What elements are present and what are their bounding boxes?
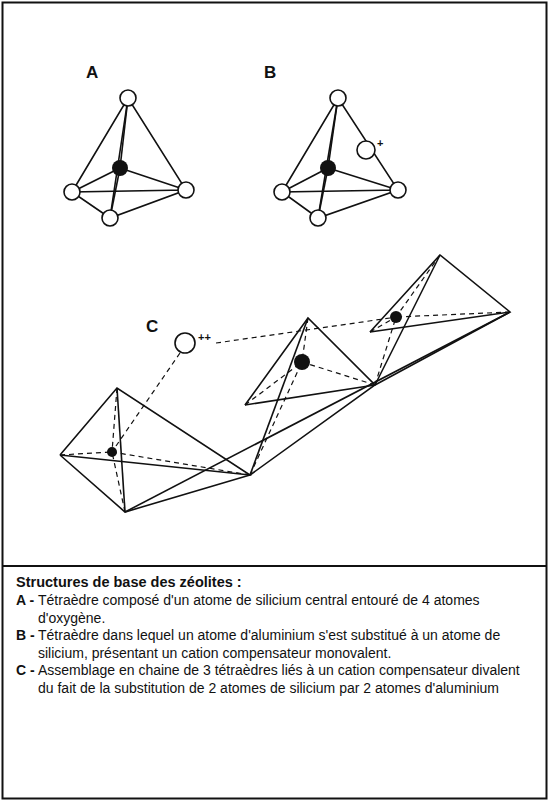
figure-letter: A: [86, 64, 98, 81]
central-atoms: [107, 160, 402, 457]
figure-letter: C: [146, 318, 158, 335]
tetrahedra-chain: [60, 255, 510, 512]
cation: [175, 333, 195, 353]
entry-key: B -: [16, 627, 38, 662]
oxygen-atoms: [64, 90, 406, 353]
entry-text: Assemblage en chaine de 3 tétraèdres lié…: [38, 662, 532, 697]
tetrahedron-a: [72, 98, 186, 218]
cation-charge: ++: [198, 332, 211, 343]
cation-charge: +: [377, 138, 383, 149]
cation: [357, 141, 375, 159]
frame: [3, 3, 547, 799]
caption-entry: A -Tétraèdre composé d'un atome de silic…: [16, 592, 532, 627]
entry-key: C -: [16, 662, 38, 697]
entry-text: Tétraèdre composé d'un atome de silicium…: [38, 592, 532, 627]
divider: [3, 565, 547, 567]
caption-title: Structures de base des zéolites :: [16, 573, 532, 591]
caption-entry: C -Assemblage en chaine de 3 tétraèdres …: [16, 662, 532, 697]
entry-text: Tétraèdre dans lequel un atome d'alumini…: [38, 627, 532, 662]
caption-block: Structures de base des zéolites :A -Tétr…: [16, 573, 532, 697]
caption-entry: B -Tétraèdre dans lequel un atome d'alum…: [16, 627, 532, 662]
figure-letter: B: [264, 64, 276, 81]
entry-key: A -: [16, 592, 38, 627]
tetrahedron-b: [282, 98, 398, 218]
